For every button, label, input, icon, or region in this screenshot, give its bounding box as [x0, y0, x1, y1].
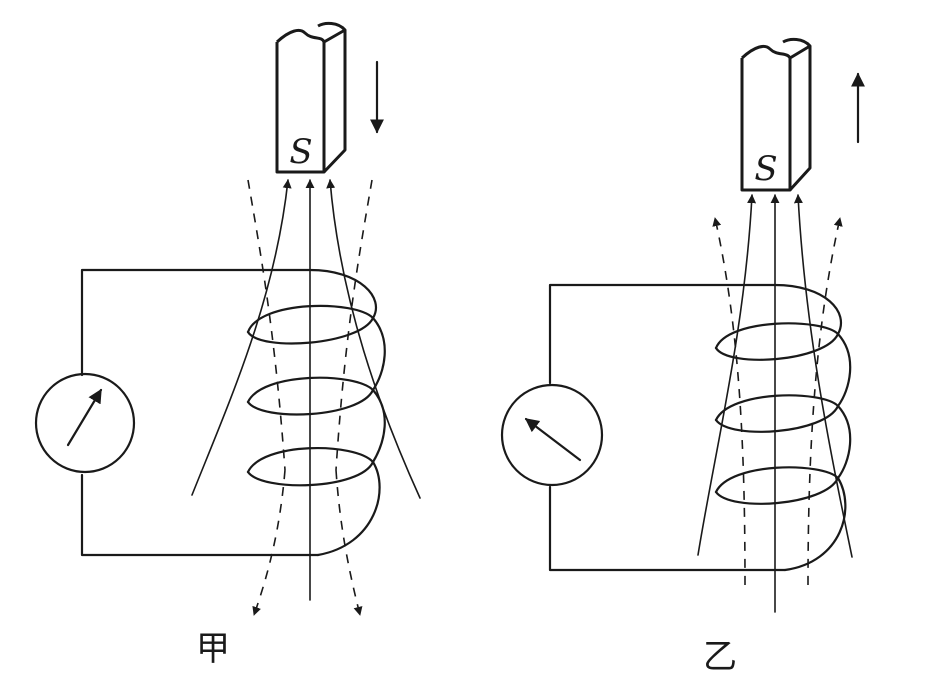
panel-caption: 甲	[196, 629, 230, 669]
galvanometer	[34, 372, 136, 474]
panel-caption: 乙	[703, 637, 737, 677]
field-lines	[191, 179, 421, 616]
circuit-wire	[548, 283, 787, 572]
field-lines	[697, 194, 853, 613]
magnet-pole-label: S	[289, 132, 312, 172]
galvanometer-needle	[66, 388, 103, 447]
coil	[246, 268, 386, 557]
bar-magnet: S	[275, 21, 347, 174]
panel-yi: S 乙	[500, 37, 865, 677]
galvanometer-needle	[524, 417, 582, 462]
coil	[714, 283, 852, 572]
circuit-wire	[80, 268, 320, 557]
galvanometer	[500, 383, 604, 487]
magnet-pole-label: S	[754, 149, 777, 189]
panel-jia: S 甲	[34, 21, 421, 669]
bar-magnet: S	[740, 37, 812, 192]
